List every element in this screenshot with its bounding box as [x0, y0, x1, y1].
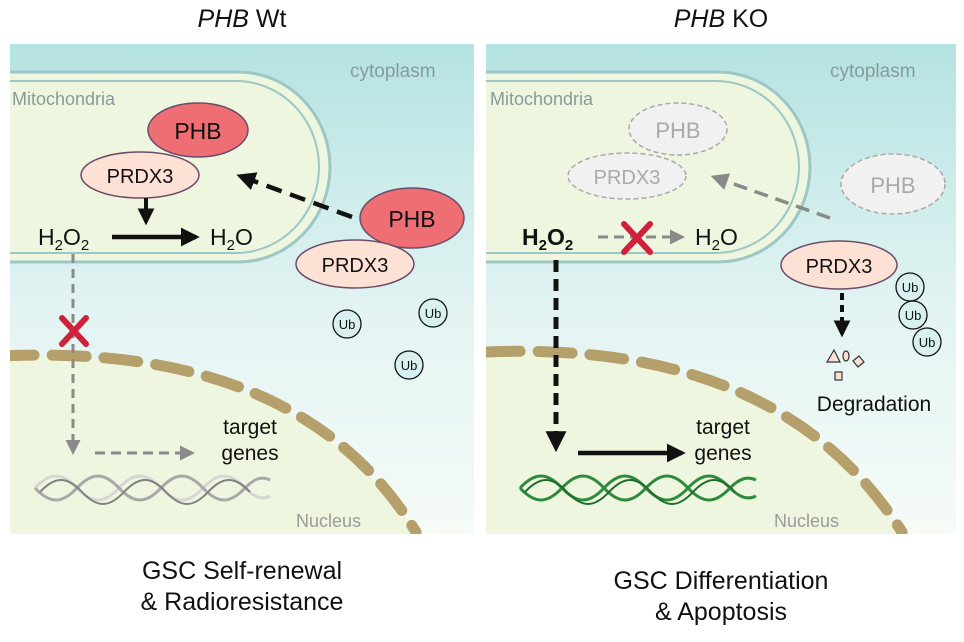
left-phb-inner: [147, 102, 249, 158]
left-prdx3-outer: [295, 239, 415, 289]
right-mitochondria-label: Mitochondria: [490, 89, 594, 109]
right-caption-line2: & Apoptosis: [654, 598, 788, 626]
left-phb-inner-label: PHB: [174, 118, 221, 144]
left-mitochondria-label: Mitochondria: [12, 89, 116, 109]
left-nucleus-label: Nucleus: [296, 511, 361, 531]
right-prdx3-inner-faded: [567, 152, 687, 200]
left-cytoplasm-label: cytoplasm: [350, 61, 436, 82]
right-ub-2-label: Ub: [905, 308, 922, 323]
left-phb-outer: [359, 187, 465, 249]
right-fragments-icon: [825, 348, 865, 381]
right-ub-3-label: Ub: [919, 335, 936, 350]
left-ub-3-label: Ub: [401, 358, 418, 373]
right-phb-inner-faded: [628, 102, 728, 156]
right-target-label: target: [696, 416, 750, 439]
right-dna-icon: [518, 474, 757, 505]
right-phb-inner-label: PHB: [655, 118, 700, 143]
left-genes-label: genes: [221, 442, 278, 465]
right-degradation-label: Degradation: [817, 393, 931, 416]
left-ub-2: [418, 298, 448, 328]
left-caption-line1: GSC Self-renewal: [141, 557, 343, 585]
right-nucleus-area: [486, 351, 903, 534]
left-ub-2-label: Ub: [425, 306, 442, 321]
right-ub-3: [912, 327, 942, 357]
right-caption: GSC Differentiation & Apoptosis: [486, 566, 956, 628]
right-phb-outer-label: PHB: [870, 173, 915, 198]
right-ubiquitin-chain: Ub Ub Ub: [895, 272, 942, 357]
left-target-label: target: [223, 416, 277, 439]
right-nucleus-label: Nucleus: [774, 511, 839, 531]
left-ub-1-label: Ub: [339, 317, 356, 332]
left-block-x-icon: [59, 315, 89, 347]
left-dna-icon: [33, 474, 271, 505]
right-title-gene: PHB: [673, 5, 726, 33]
left-prdx3-inner: [80, 151, 200, 199]
left-title-condition: Wt: [248, 5, 287, 33]
right-panel-title: PHB KO: [486, 5, 956, 34]
left-nuclear-envelope: [10, 349, 422, 534]
right-ub-1-label: Ub: [902, 280, 919, 295]
right-phb-outer-faded: [840, 153, 946, 215]
left-h2o2: H2O2: [38, 224, 89, 254]
right-cytoplasm-label: cytoplasm: [830, 61, 916, 82]
left-import-arrow: [236, 172, 353, 220]
left-phb-outer-label: PHB: [388, 206, 435, 232]
right-nuclear-envelope: [486, 345, 908, 534]
left-ubiquitin-group: Ub Ub Ub: [332, 298, 448, 380]
right-h2o: H2O: [695, 224, 738, 254]
right-prdx3-outer: [780, 240, 898, 290]
right-prdx3-outer-label: PRDX3: [806, 256, 873, 278]
left-prdx3-outer-label: PRDX3: [322, 255, 389, 277]
left-ub-1: [332, 309, 362, 339]
right-ub-2: [898, 300, 928, 330]
right-prdx3-inner-label: PRDX3: [594, 167, 661, 189]
left-prdx3-inner-label: PRDX3: [107, 166, 174, 188]
left-h2o: H2O: [210, 224, 253, 254]
right-h2o2: H2O2: [522, 224, 573, 254]
right-caption-line1: GSC Differentiation: [613, 567, 829, 595]
left-panel-title: PHB Wt: [10, 5, 474, 34]
left-caption: GSC Self-renewal & Radioresistance: [10, 556, 474, 618]
right-title-condition: KO: [725, 5, 769, 33]
left-ub-3: [394, 350, 424, 380]
left-title-gene: PHB: [197, 5, 249, 33]
left-caption-line2: & Radioresistance: [140, 588, 344, 616]
left-nucleus-area: [10, 353, 417, 534]
right-reaction-block-x-icon: [621, 221, 653, 255]
right-genes-label: genes: [694, 442, 751, 465]
